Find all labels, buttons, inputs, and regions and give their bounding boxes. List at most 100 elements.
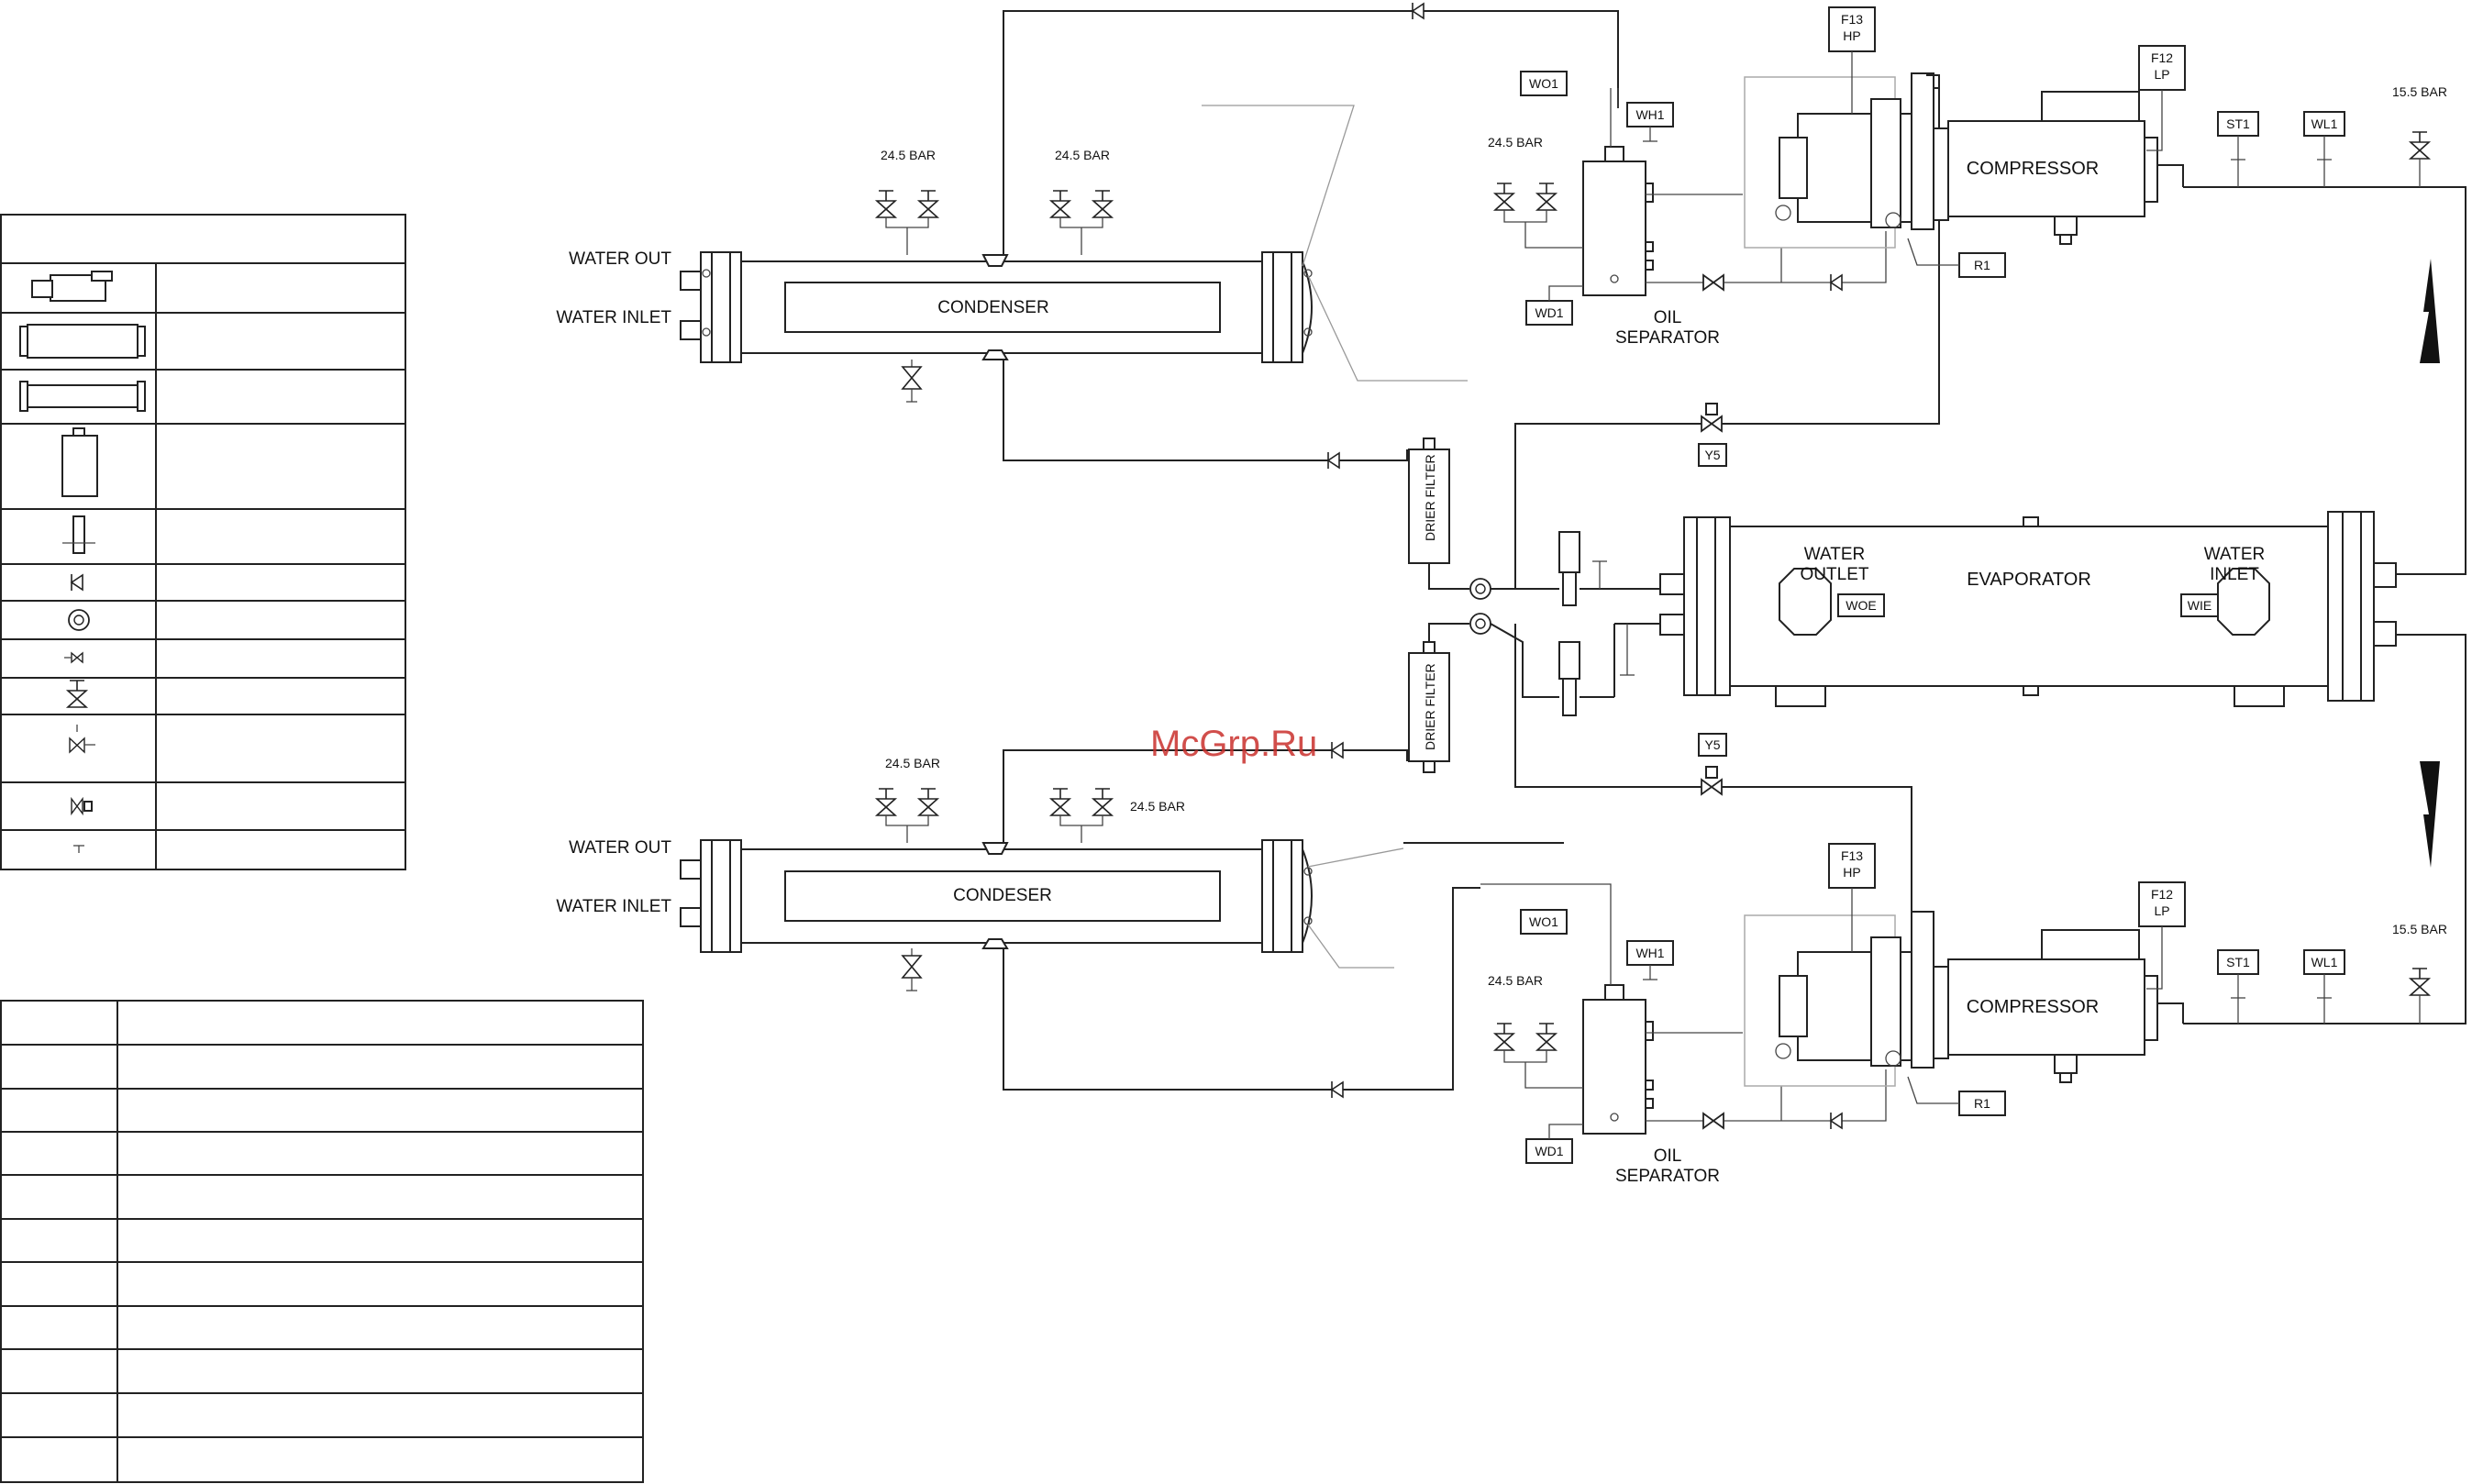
suction-line-top xyxy=(2183,186,2466,575)
y5-tag-top-label: Y5 xyxy=(1704,448,1720,462)
oil-return-line-top-2 xyxy=(1724,231,1887,283)
compressor-bottom xyxy=(1744,911,2158,1087)
wie-tag xyxy=(2180,593,2219,617)
wh1-tag-top xyxy=(1626,102,1674,127)
y5-solenoid-valve-bottom xyxy=(1701,766,1723,795)
drier-filter-bottom-label: DRIER FILTER xyxy=(1423,663,1437,750)
y5-tag-bottom xyxy=(1698,733,1727,757)
discharge-line-top xyxy=(1003,10,1619,255)
wo1-tag-bottom xyxy=(1520,909,1568,935)
liquid-injection-line-bottom xyxy=(1514,624,1710,788)
check-valve-icon xyxy=(1412,2,1424,20)
f13-tag-top xyxy=(1828,6,1876,52)
check-valve-icon xyxy=(1331,1080,1344,1099)
wl1-tag-top-label: WL1 xyxy=(2311,116,2338,131)
f12-tag-bottom-label-1: F12 xyxy=(2151,887,2173,902)
wo1-tag-top-label: WO1 xyxy=(1529,76,1558,91)
evaporator-label: EVAPORATOR xyxy=(1967,570,2091,590)
f12-tag-top-label-2: LP xyxy=(2154,67,2169,82)
condenser-top-drain-valve xyxy=(901,360,923,403)
condenser-top-water-out-nozzle xyxy=(680,271,702,291)
condenser-top-guide-line xyxy=(1202,105,1355,267)
st1-tag-top-label: ST1 xyxy=(2226,116,2250,131)
check-valve-icon xyxy=(1331,741,1344,759)
sight-glass-icon xyxy=(1469,578,1491,600)
condenser-top-relief-left-label: 24.5 BAR xyxy=(881,148,936,162)
r1-tag-bottom-label: R1 xyxy=(1974,1096,1990,1111)
condenser-top-tube-bundle xyxy=(784,282,1221,333)
legend-service-valve-icon xyxy=(64,651,83,664)
suction-inlet-bottom xyxy=(2157,1002,2184,1024)
oil-separator-bottom-label-2: SEPARATOR xyxy=(1615,1167,1720,1186)
oil-separator-top xyxy=(1582,146,1654,296)
wh1-tag-bottom-label: WH1 xyxy=(1635,946,1664,960)
evaporator-water-outlet-label-2: OUTLET xyxy=(1801,565,1869,584)
wo1-tag-top xyxy=(1520,71,1568,96)
f13-tag-top-label-1: F13 xyxy=(1841,12,1863,27)
legend-relief-valve-icon xyxy=(67,680,87,708)
condenser-bottom-water-out-label: WATER OUT xyxy=(569,838,671,858)
condenser-bottom-relief-right-label: 24.5 BAR xyxy=(1130,799,1185,814)
evaporator-water-outlet-label-1: WATER xyxy=(1804,545,1866,564)
suction-relief-valve-bottom xyxy=(2410,968,2430,996)
check-valve-icon xyxy=(1327,451,1340,470)
condenser-top-relief-valves-right xyxy=(1050,190,1113,255)
suction-inlet-top xyxy=(2157,164,2184,187)
check-valve-icon xyxy=(1830,273,1843,292)
legend-solenoid-valve-icon xyxy=(71,796,93,816)
r1-tag-top xyxy=(1958,252,2006,278)
f13-tag-bottom-label-2: HP xyxy=(1843,865,1860,880)
oil-separator-bottom xyxy=(1582,984,1654,1135)
compressor-top xyxy=(1744,72,2158,249)
f12-tag-top-label-1: F12 xyxy=(2151,50,2173,65)
oil-separator-bottom-relief-label: 24.5 BAR xyxy=(1488,973,1543,988)
watermark: McGrp.Ru xyxy=(1150,724,1317,764)
legend-check-valve-icon xyxy=(71,573,83,592)
legend-oil-separator-icon xyxy=(61,427,98,497)
drier-filter-top-label: DRIER FILTER xyxy=(1423,454,1437,541)
component-list-table xyxy=(0,1000,644,1483)
st1-tag-bottom-label: ST1 xyxy=(2226,955,2250,969)
expansion-valve-top xyxy=(1558,531,1660,606)
f13-tag-top-label-2: HP xyxy=(1843,28,1860,43)
r1-tag-top-label: R1 xyxy=(1974,258,1990,272)
oil-separator-bottom-relief-valves xyxy=(1494,1023,1583,1089)
suction-relief-top-label: 15.5 BAR xyxy=(2392,84,2447,99)
wo1-tag-bottom-label: WO1 xyxy=(1529,914,1558,929)
evaporator-water-inlet-label-1: WATER xyxy=(2204,545,2266,564)
y5-line-bottom xyxy=(1710,786,1912,948)
y5-solenoid-valve-top xyxy=(1701,403,1723,432)
drier-filter-top xyxy=(1408,437,1450,570)
oil-separator-top-label-2: SEPARATOR xyxy=(1615,328,1720,348)
y5-tag-top xyxy=(1698,443,1727,467)
check-valve-icon xyxy=(1830,1112,1843,1130)
condenser-top-relief-right-label: 24.5 BAR xyxy=(1055,148,1110,162)
liquid-line-bottom xyxy=(1003,749,1408,843)
sight-glass-icon xyxy=(1469,613,1491,635)
condenser-top-label: CONDENSER xyxy=(937,298,1048,317)
f13-tag-bottom xyxy=(1828,843,1876,889)
condenser-top xyxy=(680,251,1313,363)
compressor-top-label: COMPRESSOR xyxy=(1967,159,2099,179)
drier-filter-bottom xyxy=(1408,641,1450,773)
wh1-tag-top-label: WH1 xyxy=(1635,107,1664,122)
legend-compressor-icon xyxy=(31,271,113,302)
f12-tag-bottom-label-2: LP xyxy=(2154,903,2169,918)
condenser-top-water-out-label: WATER OUT xyxy=(569,249,671,269)
condenser-bottom-guide-line-lower xyxy=(1307,924,1394,969)
condenser-top-water-inlet-nozzle xyxy=(680,320,702,340)
woe-label: WOE xyxy=(1846,598,1876,613)
flow-arrow-down xyxy=(2420,761,2440,868)
legend-access-port-icon xyxy=(73,845,84,853)
flow-arrow-up xyxy=(2420,259,2440,363)
oil-return-line-bottom-2 xyxy=(1724,1069,1887,1122)
legend-sight-glass-icon xyxy=(68,609,90,631)
wl1-tag-top xyxy=(2303,111,2345,137)
condenser-top-relief-valves-left xyxy=(876,190,938,255)
suction-relief-valve-top xyxy=(2410,131,2430,160)
evaporator-water-inlet-label-2: INLET xyxy=(2210,565,2259,584)
condenser-top-water-inlet-label: WATER INLET xyxy=(556,308,671,327)
oil-separator-bottom-label-1: OIL xyxy=(1654,1146,1682,1166)
liquid-line-to-evap-top xyxy=(1428,563,1469,590)
